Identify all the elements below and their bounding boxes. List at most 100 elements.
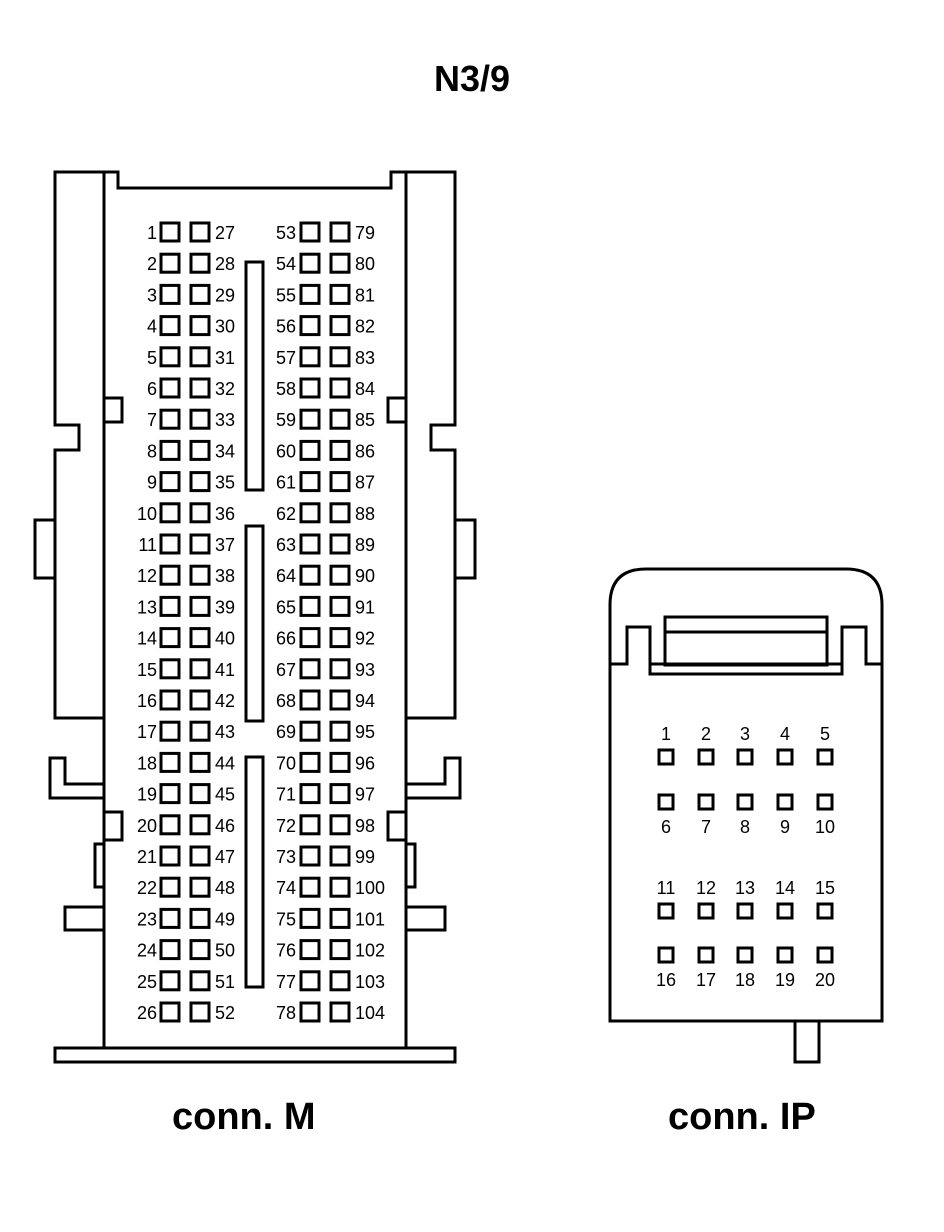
ip-pin-terminal: [736, 946, 754, 964]
m-pin-label: 100: [355, 878, 385, 898]
m-pin-label: 82: [355, 317, 375, 337]
m-pin-terminal: [159, 471, 181, 493]
m-pin-label: 39: [215, 597, 235, 617]
m-pin-terminal: [329, 564, 351, 586]
m-pin-label: 49: [215, 909, 235, 929]
m-pin-terminal: [189, 252, 211, 274]
m-pin-label: 65: [276, 597, 296, 617]
ip-pin-terminal: [816, 748, 834, 766]
m-pin-label: 72: [276, 816, 296, 836]
m-pin-terminal: [189, 939, 211, 961]
m-pin-terminal: [329, 939, 351, 961]
m-pin-terminal: [329, 970, 351, 992]
m-pin-terminal: [189, 970, 211, 992]
m-pin-label: 31: [215, 348, 235, 368]
ip-pin-terminal: [776, 946, 794, 964]
m-pin-terminal: [159, 252, 181, 274]
m-pin-terminal: [329, 346, 351, 368]
m-pin-label: 13: [137, 597, 157, 617]
m-pin-terminal: [189, 471, 211, 493]
m-pin-terminal: [189, 783, 211, 805]
m-pin-label: 55: [276, 285, 296, 305]
m-pin-label: 40: [215, 629, 235, 649]
m-pin-terminal: [329, 627, 351, 649]
m-pin-label: 21: [137, 847, 157, 867]
m-pin-terminal: [299, 907, 321, 929]
ip-pin-terminal: [816, 793, 834, 811]
m-pin-label: 103: [355, 972, 385, 992]
m-pin-terminal: [299, 283, 321, 305]
m-pin-terminal: [159, 939, 181, 961]
m-pin-label: 96: [355, 753, 375, 773]
m-pin-terminal: [299, 252, 321, 274]
m-pin-label: 17: [137, 722, 157, 742]
m-pin-label: 91: [355, 597, 375, 617]
m-pin-terminal: [159, 751, 181, 773]
m-pin-terminal: [329, 221, 351, 243]
ip-pin-terminal: [816, 902, 834, 920]
m-pin-label: 90: [355, 566, 375, 586]
m-pin-terminal: [189, 658, 211, 680]
m-pin-label: 93: [355, 660, 375, 680]
m-pin-label: 3: [147, 285, 157, 305]
m-pin-terminal: [189, 876, 211, 898]
m-pin-terminal: [159, 658, 181, 680]
m-pin-label: 34: [215, 441, 235, 461]
connector-ip-label: conn. IP: [668, 1096, 816, 1138]
m-pin-terminal: [189, 751, 211, 773]
m-pin-label: 83: [355, 348, 375, 368]
m-pin-label: 56: [276, 317, 296, 337]
ip-pin-label: 10: [815, 817, 835, 837]
m-pin-label: 38: [215, 566, 235, 586]
m-pin-label: 53: [276, 223, 296, 243]
m-pin-terminal: [189, 689, 211, 711]
m-pin-label: 70: [276, 753, 296, 773]
m-pin-label: 20: [137, 816, 157, 836]
m-pin-terminal: [159, 814, 181, 836]
ip-pin-label: 14: [775, 878, 795, 898]
m-pin-label: 71: [276, 785, 296, 805]
m-pin-terminal: [329, 1001, 351, 1023]
m-pin-label: 101: [355, 909, 385, 929]
m-pin-terminal: [299, 595, 321, 617]
m-pin-terminal: [329, 689, 351, 711]
m-pin-label: 8: [147, 441, 157, 461]
m-pin-label: 102: [355, 941, 385, 961]
m-pin-terminal: [189, 439, 211, 461]
m-pin-label: 66: [276, 629, 296, 649]
m-pin-label: 97: [355, 785, 375, 805]
ip-pin-terminal: [776, 793, 794, 811]
m-pin-label: 95: [355, 722, 375, 742]
m-pin-label: 79: [355, 223, 375, 243]
m-pin-terminal: [159, 970, 181, 992]
m-pin-label: 47: [215, 847, 235, 867]
m-pin-terminal: [189, 283, 211, 305]
connector-ip-housing: [608, 567, 884, 1064]
m-pin-terminal: [299, 970, 321, 992]
m-pin-terminal: [159, 439, 181, 461]
ip-pin-label: 1: [661, 724, 671, 744]
m-pin-label: 58: [276, 379, 296, 399]
m-pin-label: 11: [138, 535, 157, 555]
m-pin-label: 29: [215, 285, 235, 305]
m-pin-terminal: [189, 533, 211, 555]
m-pin-label: 88: [355, 504, 375, 524]
ip-pin-terminal: [657, 902, 675, 920]
ip-pin-terminal: [776, 748, 794, 766]
m-pin-terminal: [189, 408, 211, 430]
ip-pin-terminal: [697, 793, 715, 811]
m-pin-label: 87: [355, 473, 375, 493]
m-pin-terminal: [159, 627, 181, 649]
m-pin-terminal: [329, 252, 351, 274]
m-pin-terminal: [329, 658, 351, 680]
ip-pin-label: 12: [696, 878, 716, 898]
m-pin-terminal: [159, 533, 181, 555]
m-pin-label: 52: [215, 1003, 235, 1023]
m-pin-terminal: [299, 471, 321, 493]
m-pin-label: 6: [147, 379, 157, 399]
m-pin-label: 84: [355, 379, 375, 399]
m-pin-terminal: [189, 907, 211, 929]
ip-pin-label: 11: [657, 878, 676, 898]
